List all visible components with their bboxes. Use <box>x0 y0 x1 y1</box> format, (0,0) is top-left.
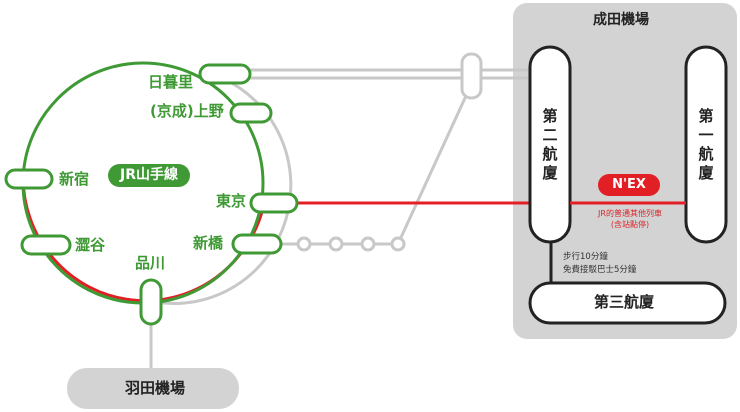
transfer-walk-text: 步行10分鐘 <box>563 252 608 262</box>
station-label-ueno: (京成)上野 <box>150 102 224 120</box>
sobu-stop-1 <box>296 236 312 252</box>
station-pill-shibuya[interactable] <box>20 234 72 256</box>
station-label-shinjuku: 新宿 <box>59 170 90 188</box>
station-pill-ueno[interactable] <box>229 102 273 124</box>
narita-title: 成田機場 <box>593 12 649 28</box>
terminal-2-box[interactable] <box>528 45 572 244</box>
terminal-2-label: 第二航廈 <box>542 107 558 182</box>
station-label-shinagawa: 品川 <box>135 254 166 272</box>
sobu-stop-3 <box>360 236 376 252</box>
station-label-shibuya: 澀谷 <box>75 236 106 254</box>
terminal-1-box[interactable] <box>684 45 728 244</box>
terminal-3-label: 第三航廈 <box>594 293 655 311</box>
haneda-title: 羽田機場 <box>125 379 186 397</box>
nex-note-line1: JR的普通其他列車 <box>598 209 662 218</box>
terminal-1-label: 第一航廈 <box>698 107 714 182</box>
station-pill-tokyo[interactable] <box>249 192 299 214</box>
station-label-shinbashi: 新橋 <box>193 234 224 252</box>
nex-note-line2: (含站點停) <box>610 220 650 229</box>
keisei-junction-pill <box>460 52 483 100</box>
station-label-tokyo: 東京 <box>216 192 247 210</box>
yamanote-line-badge: JR山手線 <box>108 164 190 187</box>
station-pill-shinagawa[interactable] <box>139 278 163 326</box>
sobu-stop-2 <box>328 236 344 252</box>
station-pill-shinjuku[interactable] <box>4 168 54 190</box>
station-label-nippori: 日暮里 <box>148 73 194 91</box>
sobu-line <box>282 84 473 246</box>
terminal-3-box[interactable] <box>528 281 727 325</box>
sobu-stop-4 <box>390 236 406 252</box>
haneda-airport-area <box>67 368 239 409</box>
station-pill-shinbashi[interactable] <box>231 233 283 255</box>
station-pill-nippori[interactable] <box>198 63 252 85</box>
transfer-bus-text: 免費接駁巴士5分鐘 <box>563 265 637 275</box>
nex-badge: N'EX <box>598 174 660 196</box>
